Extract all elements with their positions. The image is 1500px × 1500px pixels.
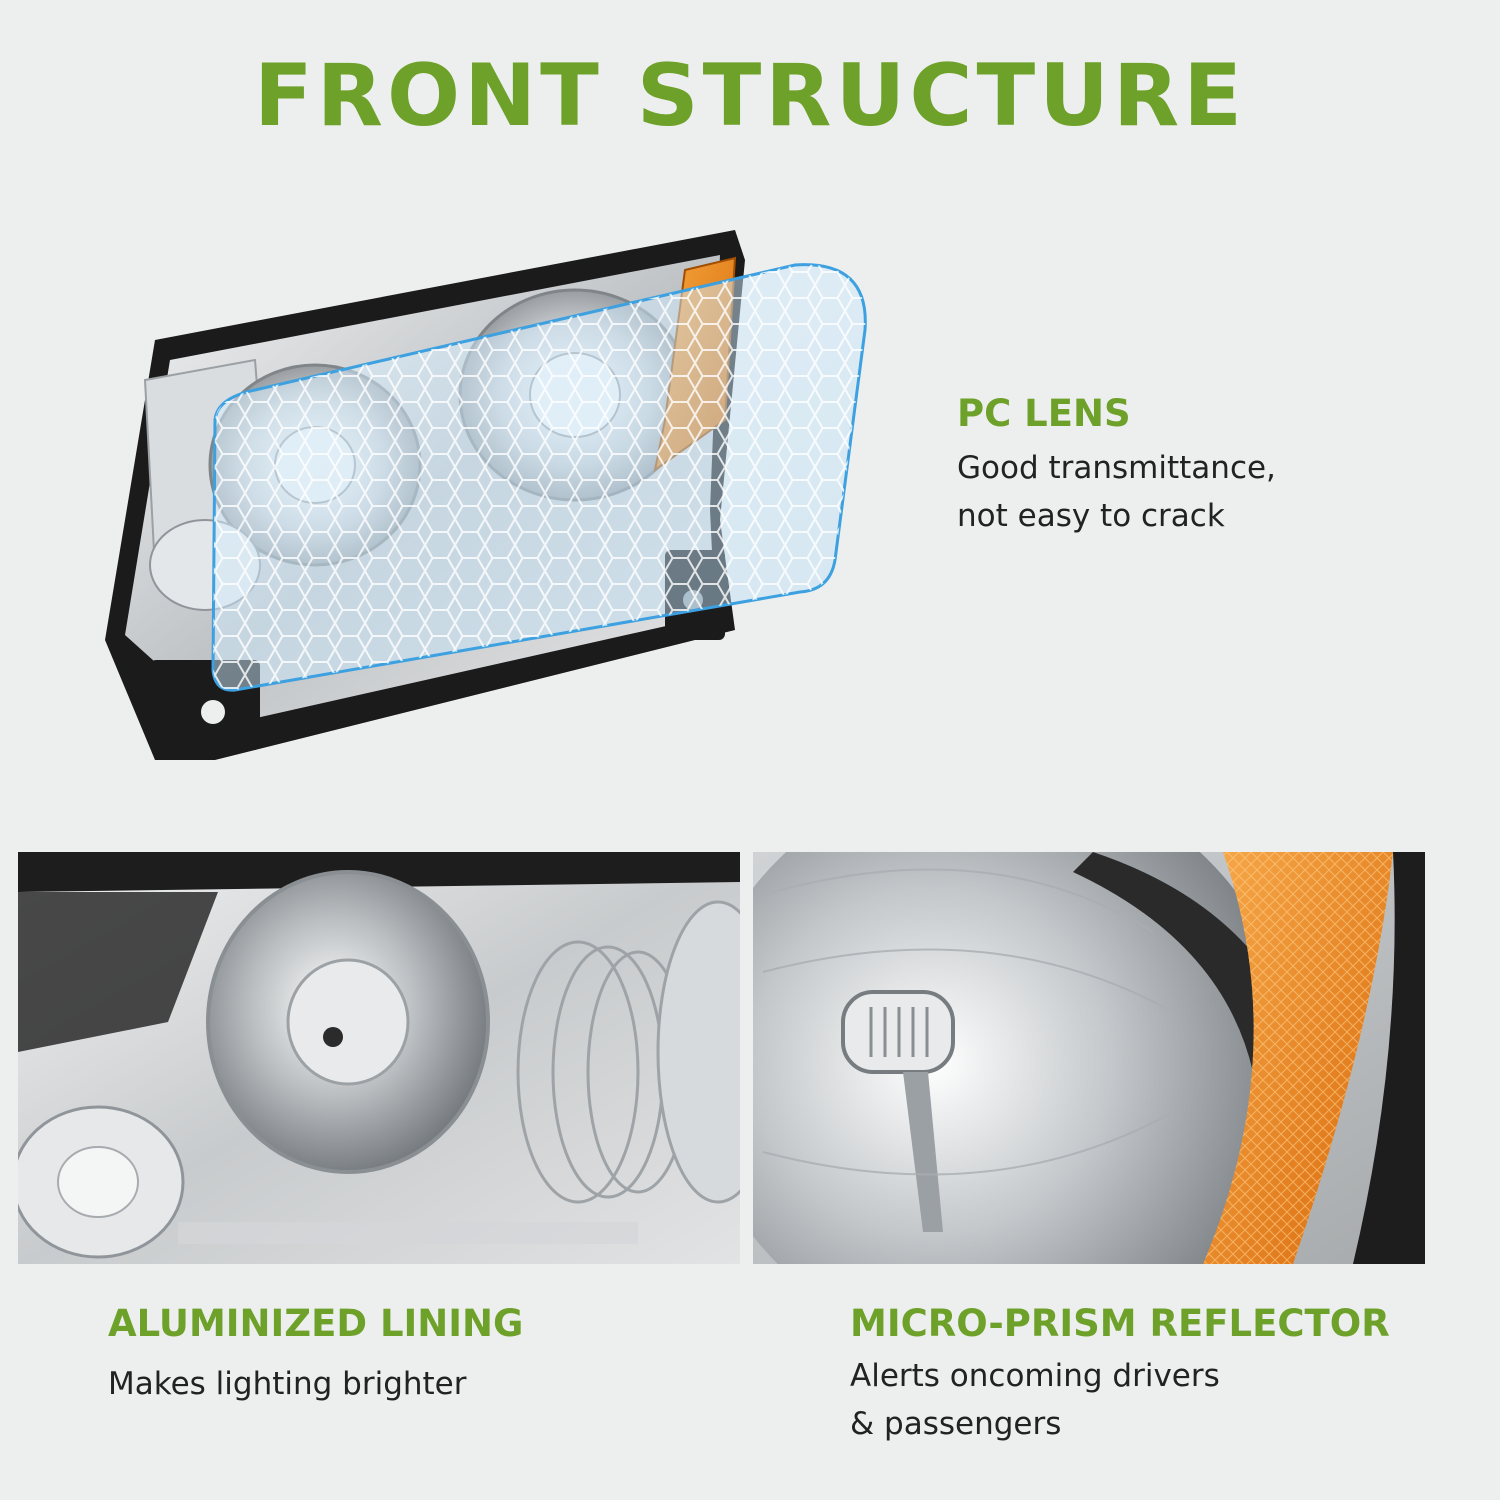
micro-prism-desc-line: & passengers <box>850 1406 1062 1442</box>
aluminized-lining-description: Makes lighting brighter <box>108 1360 467 1408</box>
aluminized-lining-heading: ALUMINIZED LINING <box>108 1302 524 1345</box>
micro-prism-reflector-description: Alerts oncoming drivers & passengers <box>850 1352 1220 1448</box>
pc-lens-description: Good transmittance, not easy to crack <box>957 444 1276 540</box>
micro-prism-reflector-heading: MICRO-PRISM REFLECTOR <box>850 1302 1390 1345</box>
page-title: FRONT STRUCTURE <box>254 46 1246 146</box>
pc-lens-desc-line: not easy to crack <box>957 498 1225 534</box>
aluminized-lining-desc-line: Makes lighting brighter <box>108 1366 467 1402</box>
aluminized-lining-image <box>18 852 740 1264</box>
headlight-hero-image <box>95 220 885 760</box>
pc-lens-heading: PC LENS <box>957 392 1131 435</box>
micro-prism-reflector-image <box>753 852 1425 1264</box>
micro-prism-desc-line: Alerts oncoming drivers <box>850 1358 1220 1394</box>
pc-lens-desc-line: Good transmittance, <box>957 450 1276 486</box>
